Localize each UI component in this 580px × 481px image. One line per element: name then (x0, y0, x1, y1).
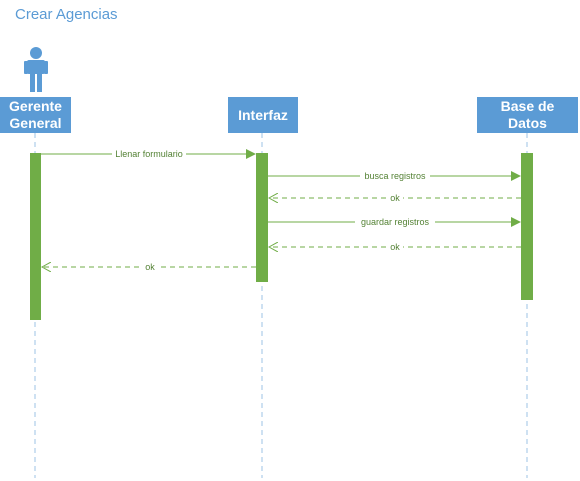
message-2: ok (269, 192, 521, 203)
message-label: Llenar formulario (115, 149, 183, 159)
message-label: busca registros (364, 171, 426, 181)
activation-gerente (30, 153, 41, 320)
message-label: ok (390, 193, 400, 203)
message-label: ok (145, 262, 155, 272)
participant-label-line1: Gerente (9, 98, 62, 114)
participant-bd: Base de Datos (477, 97, 578, 133)
message-0: Llenar formulario (41, 148, 256, 159)
participant-gerente: Gerente General (0, 97, 71, 133)
activation-interfaz (256, 153, 268, 282)
participant-label-line1: Interfaz (238, 106, 288, 123)
message-1: busca registros (268, 170, 521, 181)
participant-label-line1: Base de (500, 98, 555, 114)
message-3: guardar registros (268, 216, 521, 227)
message-label: ok (390, 242, 400, 252)
message-5: ok (42, 261, 256, 272)
message-label: guardar registros (361, 217, 430, 227)
person-icon (24, 47, 48, 92)
diagram-title: Crear Agencias (15, 6, 118, 23)
message-4: ok (269, 241, 521, 252)
participant-label-line2: Datos (508, 115, 547, 131)
participant-interfaz: Interfaz (228, 97, 298, 133)
participant-label-line2: General (9, 115, 62, 131)
activation-bd (521, 153, 533, 300)
